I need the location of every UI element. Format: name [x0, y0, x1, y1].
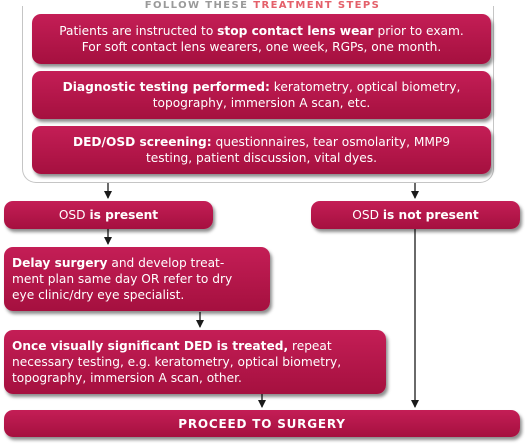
step-proceed-to-surgery: PROCEED TO SURGERY: [4, 410, 520, 437]
step-stop-text-1c: prior to exam.: [373, 24, 464, 38]
step-delay-surgery: Delay surgery and develop treat- ment pl…: [4, 247, 270, 311]
step-diagnostic-text-1a: Diagnostic testing performed:: [62, 80, 270, 94]
step-once-ded-treated: Once visually significant DED is treated…: [4, 330, 386, 394]
step-screening-text-1a: DED/OSD screening:: [72, 135, 212, 149]
title-prefix: FOLLOW THESE: [144, 0, 249, 11]
step-treated-text-2: necessary testing, e.g. keratometry, opt…: [12, 355, 342, 369]
step-diagnostic-text-2: topography, immersion A scan, etc.: [152, 96, 371, 110]
step-treated-text-1b: repeat: [288, 339, 332, 353]
step-ded-osd-screening: DED/OSD screening: questionnaires, tear …: [32, 126, 491, 174]
step-delay-text-1b: and develop treat-: [107, 256, 225, 270]
step-diagnostic-testing: Diagnostic testing performed: keratometr…: [32, 71, 491, 119]
step-delay-text-3: eye clinic/dry eye specialist.: [12, 288, 185, 302]
step-stop-text-1a: Patients are instructed to: [59, 24, 218, 38]
step-stop-text-1b: stop contact lens wear: [217, 24, 374, 38]
step-stop-text-2: For soft contact lens wearers, one week,…: [81, 40, 442, 54]
step-diagnostic-text-1b: keratometry, optical biometry,: [269, 80, 461, 94]
branch-not-present-text-a: OSD: [352, 208, 383, 222]
step-screening-text-2: testing, patient discussion, vital dyes.: [146, 151, 377, 165]
step-stop-contact-lens: Patients are instructed to stop contact …: [32, 14, 491, 64]
branch-present-text-a: OSD: [58, 208, 90, 222]
step-proceed-text: PROCEED TO SURGERY: [178, 416, 346, 431]
step-delay-text-2: ment plan same day OR refer to dry: [12, 272, 233, 286]
diagram-title: FOLLOW THESE TREATMENT STEPS: [0, 0, 525, 12]
step-treated-text-3: topography, immersion A scan, other.: [12, 371, 242, 385]
step-treated-text-1a: Once visually significant DED is treated…: [12, 339, 289, 353]
branch-not-present-text-b: is not present: [382, 208, 479, 222]
step-delay-text-1a: Delay surgery: [12, 256, 108, 270]
title-highlight: TREATMENT STEPS: [253, 0, 381, 11]
branch-present-text-b: is present: [89, 208, 159, 222]
step-screening-text-1b: questionnaires, tear osmolarity, MMP9: [211, 135, 450, 149]
screening-group-frame: [22, 6, 494, 183]
branch-osd-not-present: OSD is not present: [311, 201, 520, 229]
branch-osd-present: OSD is present: [4, 201, 213, 229]
